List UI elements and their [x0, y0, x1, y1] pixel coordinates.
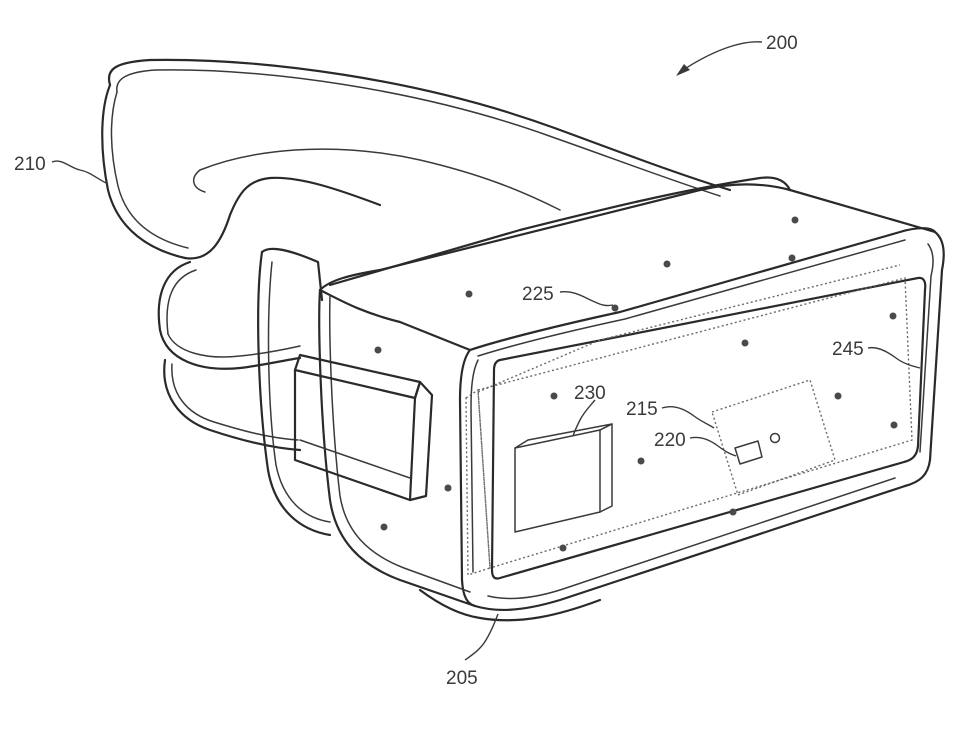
label-230: 230	[574, 383, 606, 404]
strap-buckle	[293, 353, 434, 502]
locator	[550, 392, 558, 400]
leader-215	[661, 406, 715, 429]
hmd-controller-box	[514, 423, 613, 533]
locator	[729, 508, 737, 516]
leader-210	[51, 160, 109, 185]
locator	[465, 290, 473, 298]
leader-200	[679, 41, 763, 73]
locator	[444, 484, 452, 492]
locator	[834, 392, 842, 400]
locator	[889, 312, 897, 320]
locator	[374, 346, 382, 354]
arrow-head-200	[676, 64, 690, 76]
leader-205	[464, 613, 499, 661]
leader-220	[689, 436, 737, 457]
locator	[559, 544, 567, 552]
label-220: 220	[654, 430, 686, 451]
label-205: 205	[446, 668, 478, 689]
front-rigid-body	[318, 176, 945, 622]
locator	[663, 260, 671, 268]
label-215: 215	[626, 399, 658, 420]
label-200: 200	[766, 33, 798, 54]
locator	[611, 304, 619, 312]
label-210: 210	[14, 154, 46, 175]
leader-245	[867, 346, 921, 369]
locator	[741, 339, 749, 347]
head-band	[101, 58, 732, 537]
leader-lines	[51, 41, 921, 661]
position-sensor-region	[711, 379, 836, 496]
locator	[791, 216, 799, 224]
label-225: 225	[522, 284, 554, 305]
locator	[788, 254, 796, 262]
leader-225	[559, 290, 614, 307]
locator	[890, 421, 898, 429]
reference-labels: 200 210 225 245 230 215 220 205	[14, 33, 864, 689]
label-245: 245	[832, 339, 864, 360]
locators	[374, 216, 898, 552]
locator	[380, 523, 388, 531]
locator	[637, 457, 645, 465]
leader-230	[572, 399, 596, 437]
